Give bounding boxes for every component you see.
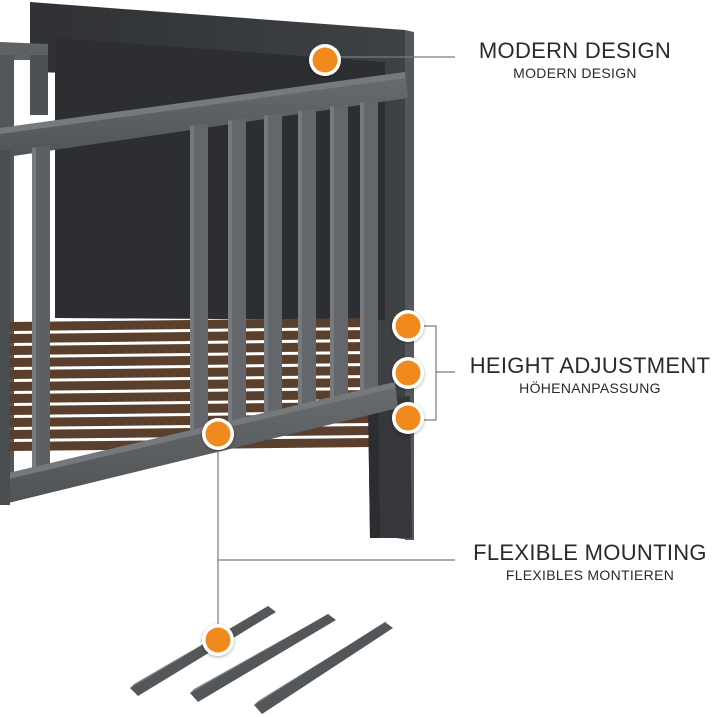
guard-bar-highlight <box>330 106 334 402</box>
orange-dot-marker-icon <box>392 310 424 342</box>
callout-modern-design: MODERN DESIGN MODERN DESIGN <box>460 38 690 82</box>
callout-subtitle: HÖHENANPASSUNG <box>519 380 661 396</box>
guard-bar <box>228 118 246 426</box>
top-rail <box>0 72 408 158</box>
guard-bar-highlight <box>264 115 268 417</box>
guard-bars <box>32 100 378 472</box>
guard-bar <box>330 104 348 402</box>
guard-bar <box>32 145 50 472</box>
callout-subtitle: FLEXIBLES MONTIEREN <box>505 567 675 583</box>
loose-rail-2 <box>190 612 336 702</box>
orange-dot-marker-icon <box>392 402 424 434</box>
guard-bar-highlight <box>298 110 302 409</box>
orange-dot-marker-icon <box>202 418 234 450</box>
guard-bar <box>360 100 378 395</box>
loose-rail-3 <box>254 620 393 714</box>
guard-bar <box>298 108 316 409</box>
loose-rail-1 <box>130 604 276 696</box>
guard-bar-highlight <box>32 147 36 472</box>
orange-dot-marker-icon <box>202 624 234 656</box>
callout-title: MODERN DESIGN <box>478 38 672 63</box>
callout-title: FLEXIBLE MOUNTING <box>473 540 707 565</box>
callout-title: HEIGHT ADJUSTMENT <box>469 353 711 378</box>
connector-height-adjustment <box>420 325 437 421</box>
orange-dot-marker-icon <box>309 44 341 76</box>
connector-flexible-mounting <box>217 435 455 561</box>
callout-subtitle: MODERN DESIGN <box>513 65 637 81</box>
side-frame <box>0 150 10 505</box>
callout-flexible-mounting: FLEXIBLE MOUNTING FLEXIBLES MONTIEREN <box>460 540 720 584</box>
callout-height-adjustment: HEIGHT ADJUSTMENT HÖHENANPASSUNG <box>460 353 720 397</box>
guard-bar <box>264 113 282 417</box>
feature-markers <box>202 44 424 656</box>
guard-bar-highlight <box>190 125 194 435</box>
bottom-rail <box>0 382 398 505</box>
guard-bar-highlight <box>360 102 364 395</box>
orange-dot-marker-icon <box>392 357 424 389</box>
guard-bar-highlight <box>228 120 232 426</box>
guard-bar <box>190 123 208 435</box>
